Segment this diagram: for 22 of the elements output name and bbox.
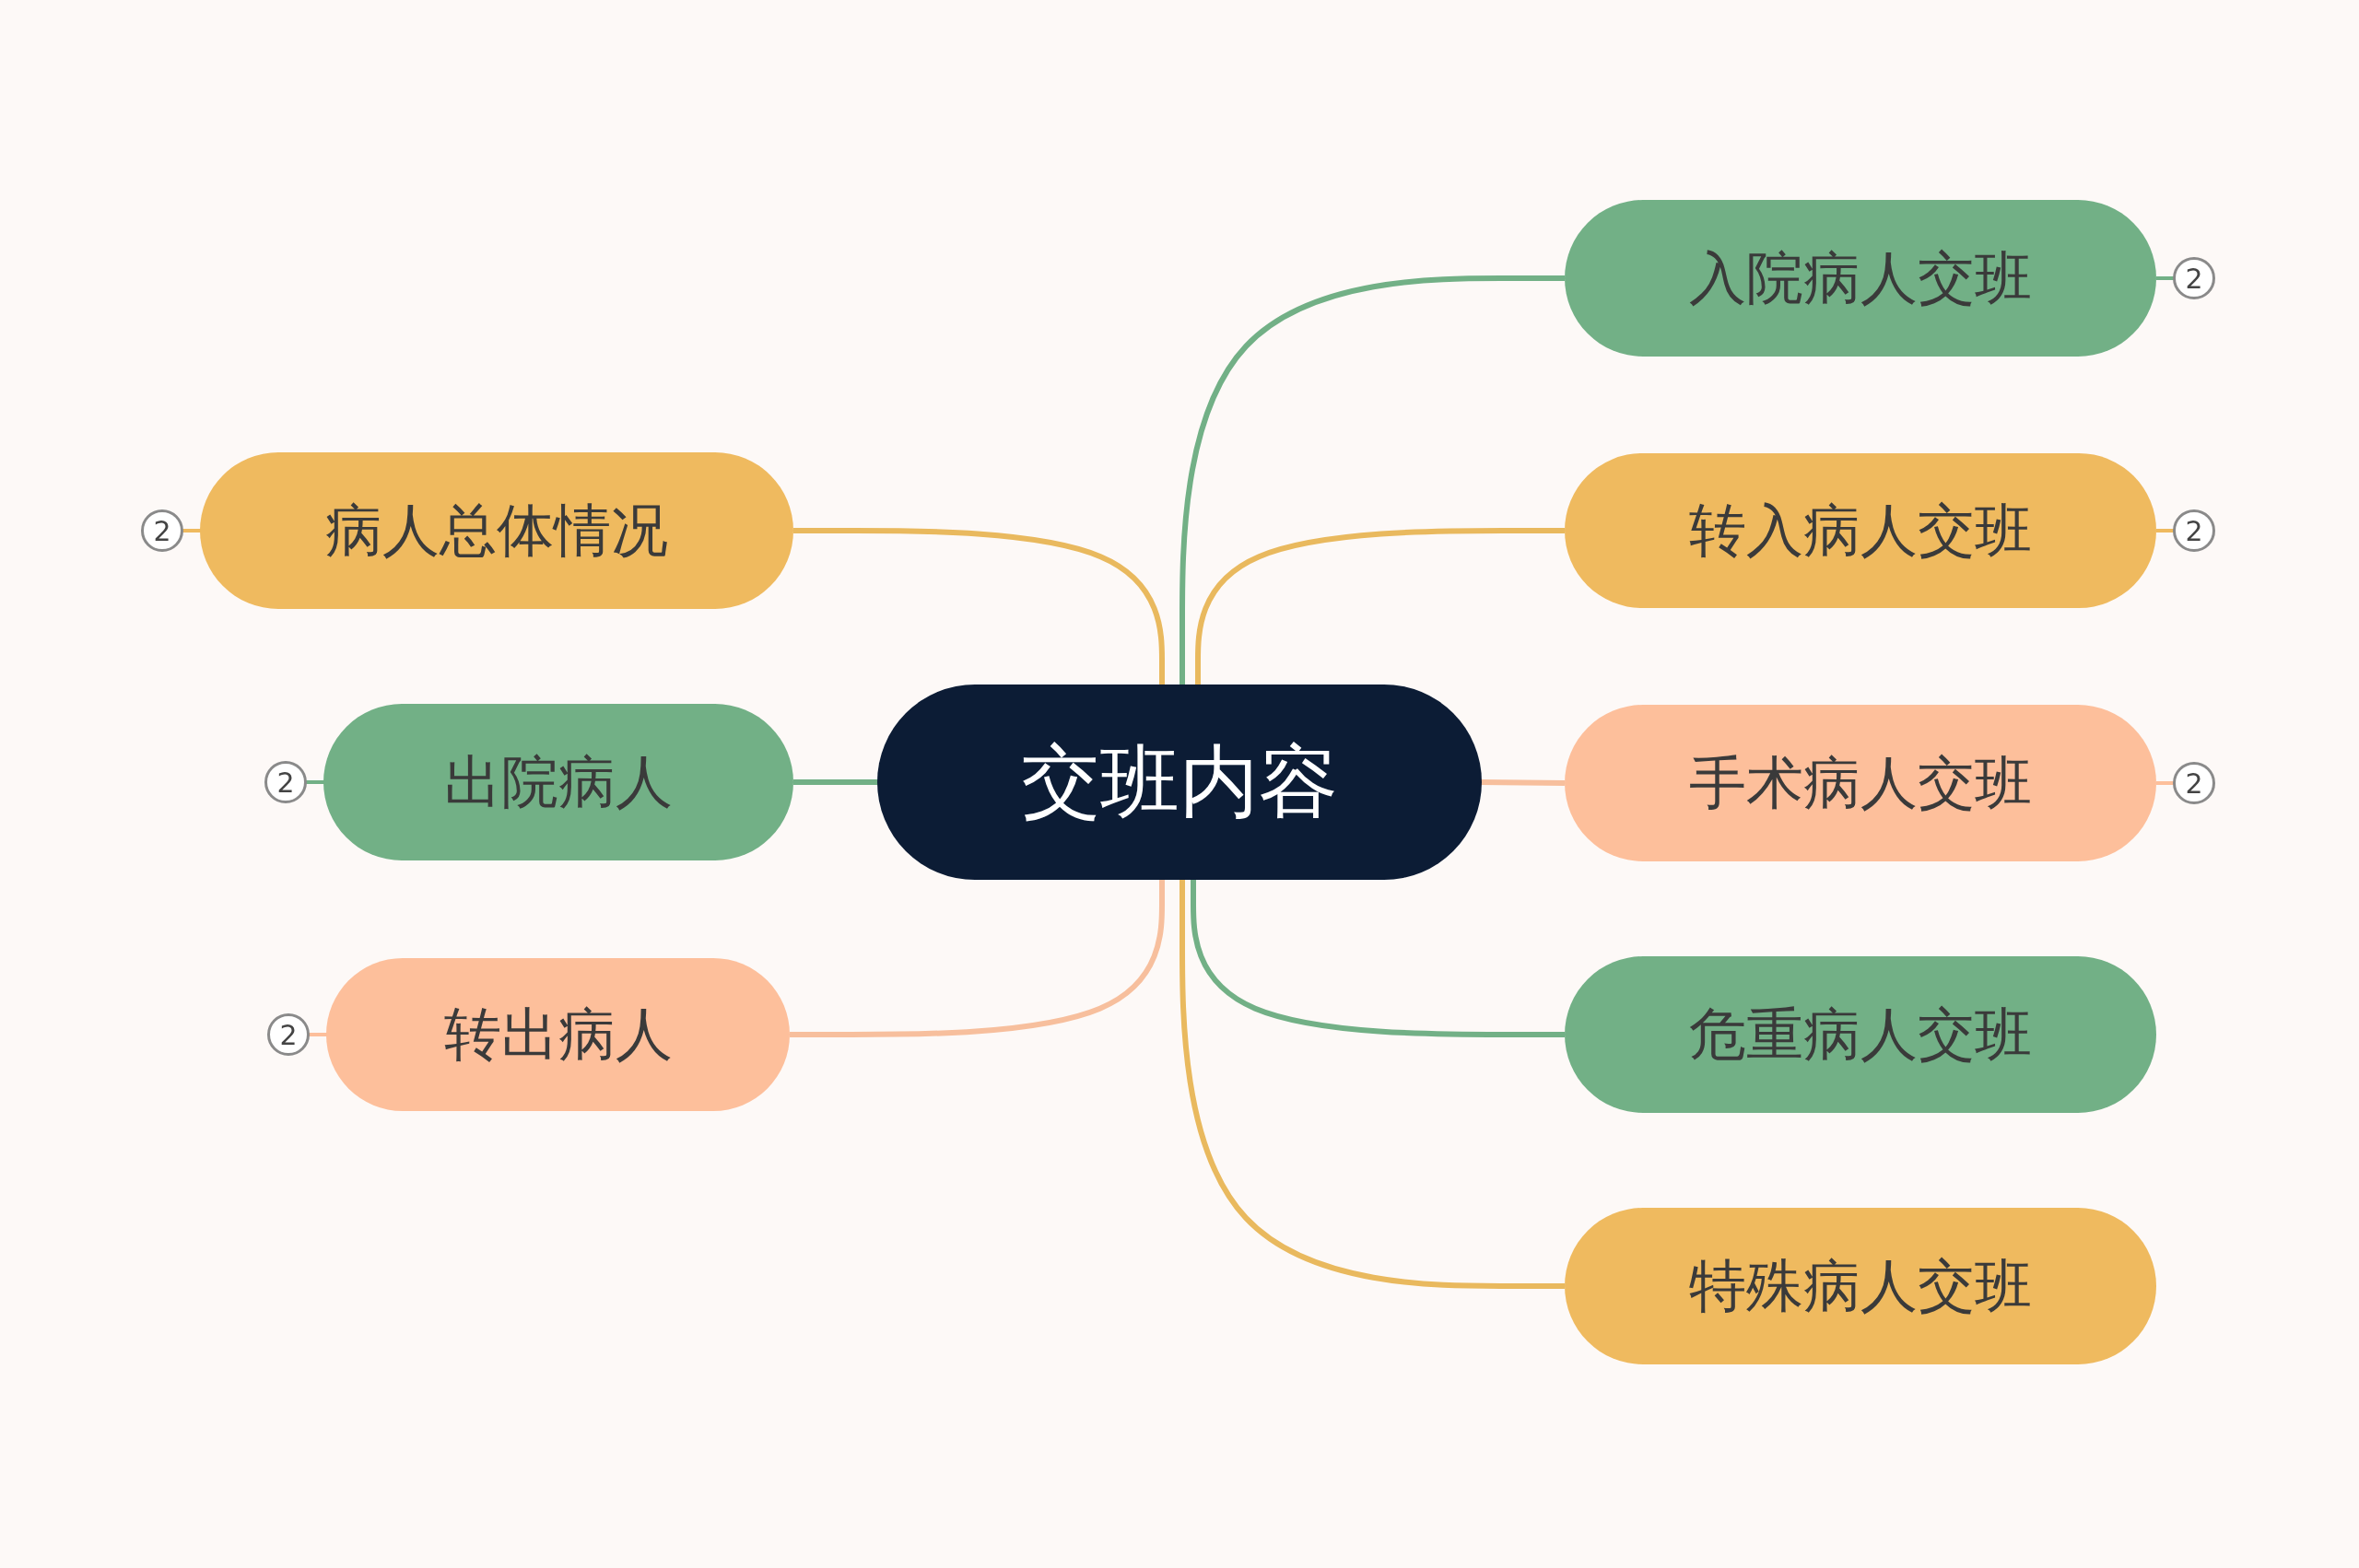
branch-connector — [1180, 275, 1565, 686]
collapse-badge: 2 — [141, 509, 183, 552]
topic-pill: 病人总体情况 — [200, 452, 793, 609]
branch-connector — [790, 878, 1165, 1037]
collapse-badge: 2 — [264, 761, 307, 803]
branch-connector — [1180, 878, 1565, 1289]
topic-pill: 转入病人交班 — [1565, 453, 2156, 608]
branch-connector — [1191, 878, 1565, 1037]
central-topic: 交班内容 — [877, 685, 1482, 880]
topic-pill: 入院病人交班 — [1565, 200, 2156, 357]
collapse-badge: 2 — [2173, 762, 2215, 804]
topic-pill: 出院病人 — [323, 704, 793, 860]
topic-pill: 手术病人交班 — [1565, 705, 2156, 861]
topic-pill: 转出病人 — [326, 958, 790, 1111]
collapse-badge: 2 — [2173, 509, 2215, 552]
collapse-badge: 2 — [2173, 257, 2215, 299]
branch-connector — [1195, 528, 1565, 686]
collapse-badge: 2 — [267, 1013, 310, 1056]
topic-pill: 特殊病人交班 — [1565, 1208, 2156, 1364]
topic-pill: 危重病人交班 — [1565, 956, 2156, 1113]
branch-connector — [793, 528, 1165, 686]
branch-connector — [793, 779, 879, 785]
